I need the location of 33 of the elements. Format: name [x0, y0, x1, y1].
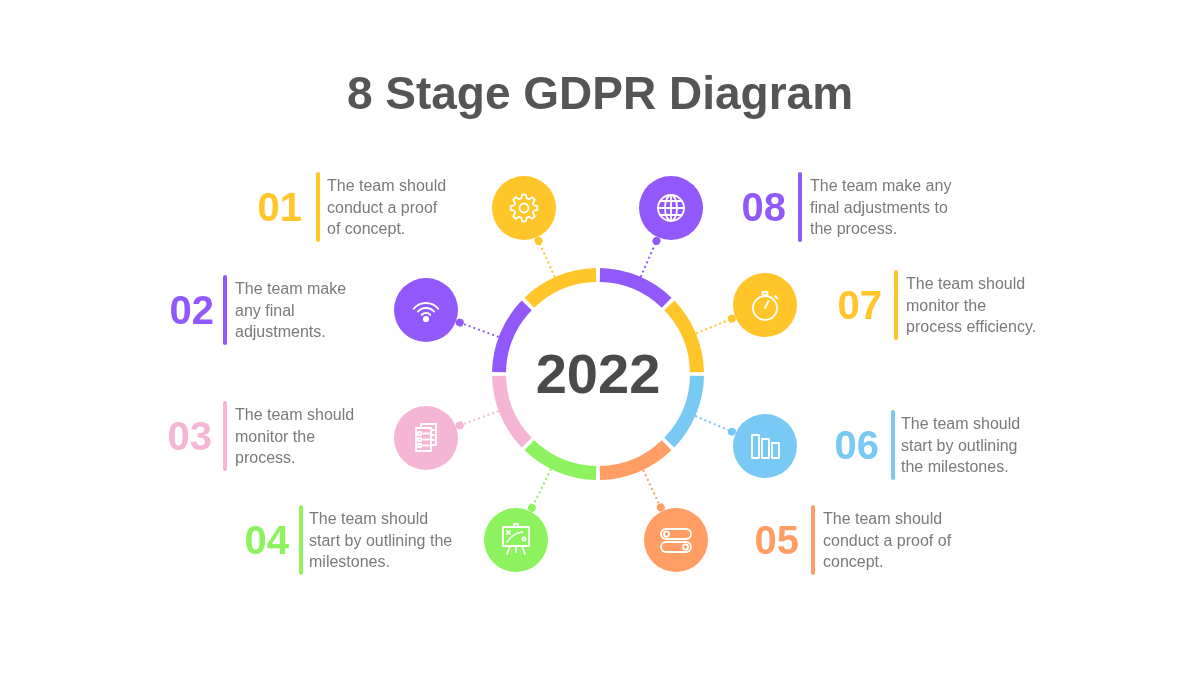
- dotted-connector: [455, 410, 500, 430]
- dotted-connector: [455, 318, 500, 338]
- dotted-connector: [694, 415, 737, 436]
- dotted-connector: [639, 236, 661, 278]
- step-number: 06: [834, 425, 879, 465]
- step-description: The team should conduct a proof of concept.: [327, 175, 448, 239]
- step-description: The team should start by outlining the milestones.: [309, 508, 454, 572]
- step-number: 05: [754, 520, 799, 560]
- step-description: The team should start by outlining the milestones.: [901, 413, 1022, 477]
- wifi-icon: [394, 278, 458, 342]
- year-label: 2022: [535, 346, 661, 402]
- bar-chart-icon: [733, 414, 797, 478]
- globe-icon: [639, 176, 703, 240]
- dotted-connector: [534, 236, 556, 279]
- gear-icon: [492, 176, 556, 240]
- step-description: The team make any final adjustments to the process.: [810, 175, 953, 239]
- step-number: 07: [837, 285, 882, 325]
- step-number: 04: [244, 520, 289, 560]
- toggle-switch-icon: [644, 508, 708, 572]
- step-number: 02: [169, 290, 214, 330]
- dotted-connector: [695, 314, 737, 335]
- whiteboard-icon: [484, 508, 548, 572]
- step-number: 08: [741, 187, 786, 227]
- step-description: The team should monitor the process.: [235, 404, 356, 468]
- dotted-connector: [528, 468, 553, 513]
- stopwatch-icon: [733, 273, 797, 337]
- step-number: 03: [167, 416, 212, 456]
- step-description: The team make any final adjustments.: [235, 278, 348, 342]
- dotted-connector: [642, 468, 665, 512]
- step-description: The team should monitor the process efficiency.: [906, 273, 1038, 337]
- step-number: 01: [257, 187, 302, 227]
- step-description: The team should conduct a proof of concept.: [823, 508, 953, 572]
- documents-icon: [394, 406, 458, 470]
